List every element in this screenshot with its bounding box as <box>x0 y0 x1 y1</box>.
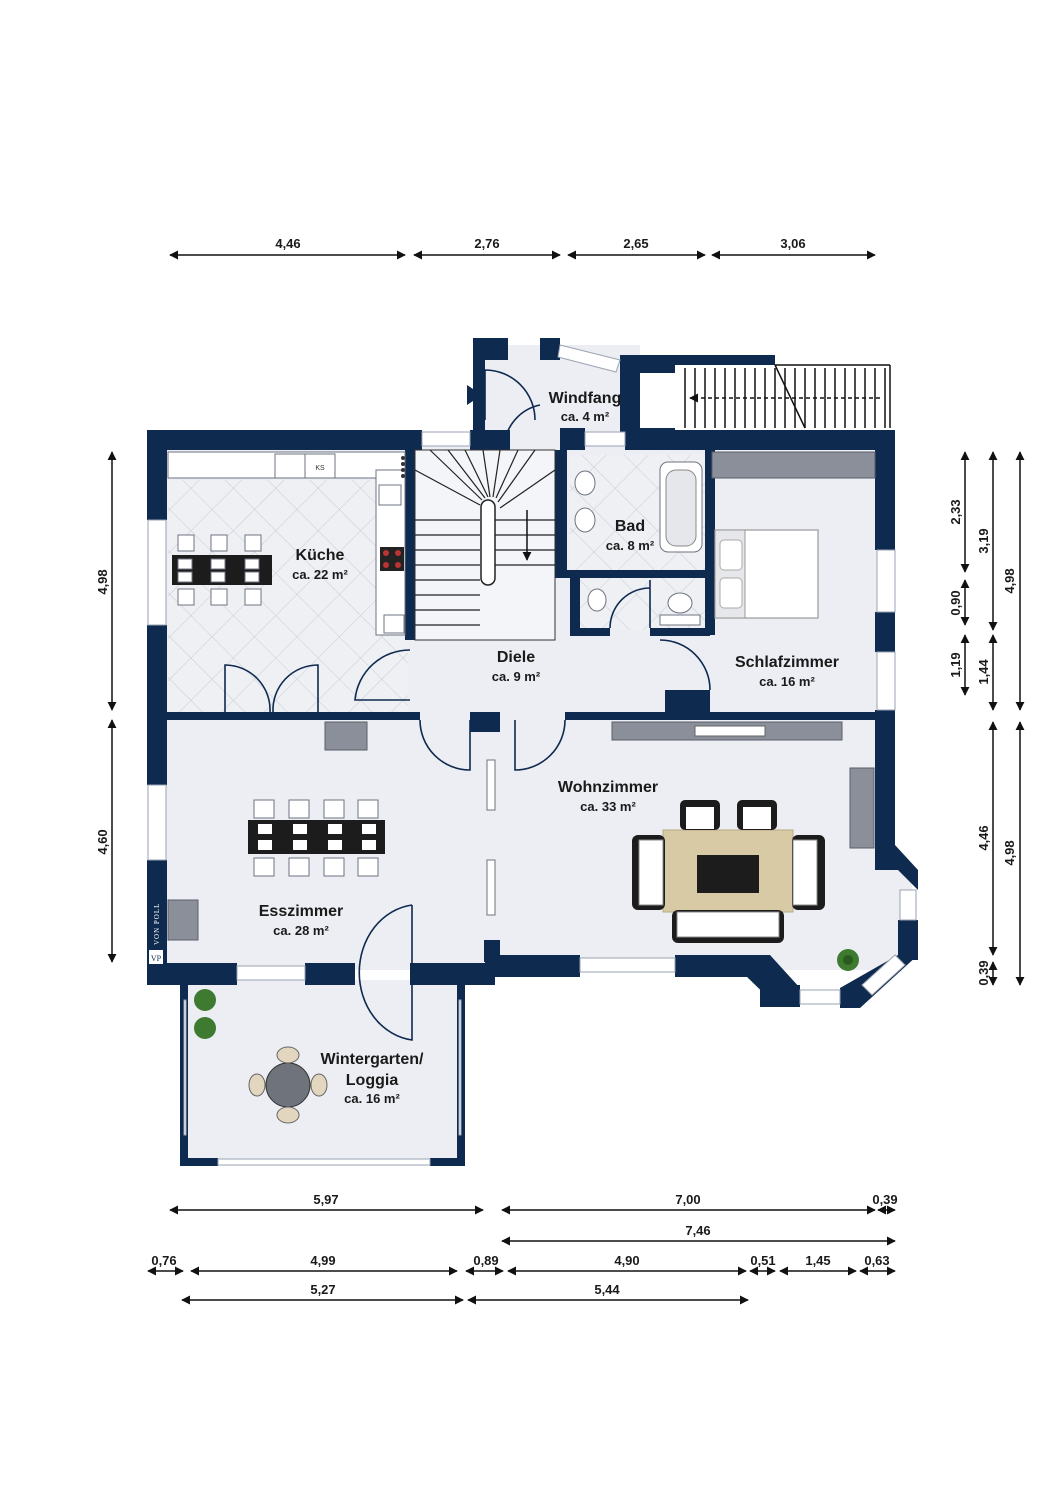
dim-bottom3-5: 0,51 <box>750 1253 775 1268</box>
sink <box>378 484 402 506</box>
von-poll-logo: VON POLL VP <box>147 888 165 968</box>
room-area-windfang: ca. 4 m² <box>561 409 610 424</box>
dim-right-inner-4: 4,46 <box>976 825 991 850</box>
room-area-diele: ca. 9 m² <box>492 669 541 684</box>
dim-right-inner-5: 0,39 <box>976 960 991 985</box>
dim-bottom1-3: 0,39 <box>872 1192 897 1207</box>
room-area-wohnzimmer: ca. 33 m² <box>580 799 636 814</box>
room-name-bad: Bad <box>615 518 645 535</box>
dim-right-inner-2: 0,90 <box>948 590 963 615</box>
dimension-lines <box>107 250 1025 1305</box>
room-labels: Windfang ca. 4 m² Küche ca. 22 m² Bad ca… <box>259 390 839 1106</box>
logo-initials: VP <box>151 954 162 963</box>
dim-bottom3-4: 4,90 <box>614 1253 639 1268</box>
dim-top-4: 3,06 <box>780 236 805 251</box>
dim-left-1: 4,98 <box>95 569 110 594</box>
dim-right-inner-1: 2,33 <box>948 499 963 524</box>
room-name-diele: Diele <box>497 649 535 666</box>
dim-bottom2-1: 7,46 <box>685 1223 710 1238</box>
dim-bottom3-1: 0,76 <box>151 1253 176 1268</box>
room-name-esszimmer: Esszimmer <box>259 903 344 920</box>
dim-left-2: 4,60 <box>95 829 110 854</box>
dim-right-outer-1: 4,98 <box>1002 568 1017 593</box>
room-name-kueche: Küche <box>296 547 345 564</box>
stairs <box>414 364 891 641</box>
wintergarten-fixtures <box>194 989 328 1124</box>
room-name-wintergarten-2: Loggia <box>346 1072 399 1089</box>
entrance-arrow-icon <box>467 385 482 405</box>
room-name-windfang: Windfang <box>549 390 622 407</box>
fridge <box>304 453 336 479</box>
dim-right-middle-1: 3,19 <box>976 528 991 553</box>
dim-bottom3-7: 0,63 <box>864 1253 889 1268</box>
stove <box>380 547 404 571</box>
dim-top-1: 4,46 <box>275 236 300 251</box>
coffee-table <box>697 855 759 893</box>
room-area-kueche: ca. 22 m² <box>292 567 348 582</box>
bath-fixtures <box>574 461 703 626</box>
room-name-schlafzimmer: Schlafzimmer <box>735 654 839 671</box>
room-area-bad: ca. 8 m² <box>606 538 655 553</box>
logo-text: VON POLL <box>153 903 161 945</box>
bedroom-fixtures <box>711 451 876 619</box>
dim-right-outer-2: 4,98 <box>1002 840 1017 865</box>
room-area-esszimmer: ca. 28 m² <box>273 923 329 938</box>
dim-bottom4-2: 5,44 <box>594 1282 620 1297</box>
dim-top-3: 2,65 <box>623 236 648 251</box>
dim-bottom3-2: 4,99 <box>310 1253 335 1268</box>
dim-right-inner-3: 1,19 <box>948 652 963 677</box>
fridge-label: KS <box>315 465 325 472</box>
doors <box>224 369 711 1041</box>
dim-bottom1-2: 7,00 <box>675 1192 700 1207</box>
kitchen-fixtures: KS <box>167 451 406 636</box>
dim-right-middle-2: 1,44 <box>976 659 991 685</box>
dim-top-2: 2,76 <box>474 236 499 251</box>
room-name-wohnzimmer: Wohnzimmer <box>558 779 658 796</box>
dim-bottom4-1: 5,27 <box>310 1282 335 1297</box>
room-name-wintergarten-1: Wintergarten/ <box>321 1051 425 1068</box>
dim-bottom1-1: 5,97 <box>313 1192 338 1207</box>
living-fixtures <box>611 721 875 971</box>
round-table <box>265 1062 311 1108</box>
dim-bottom3-3: 0,89 <box>473 1253 498 1268</box>
bay-floor <box>760 850 912 965</box>
room-area-schlafzimmer: ca. 16 m² <box>759 674 815 689</box>
kitchen-tile-floor <box>168 480 408 715</box>
dimension-labels: 4,46 2,76 2,65 3,06 4,98 4,60 2,33 0,90 … <box>95 236 1017 1297</box>
dim-bottom3-6: 1,45 <box>805 1253 830 1268</box>
room-area-wintergarten: ca. 16 m² <box>344 1091 400 1106</box>
windows <box>147 344 917 1166</box>
dining-fixtures <box>167 721 385 941</box>
